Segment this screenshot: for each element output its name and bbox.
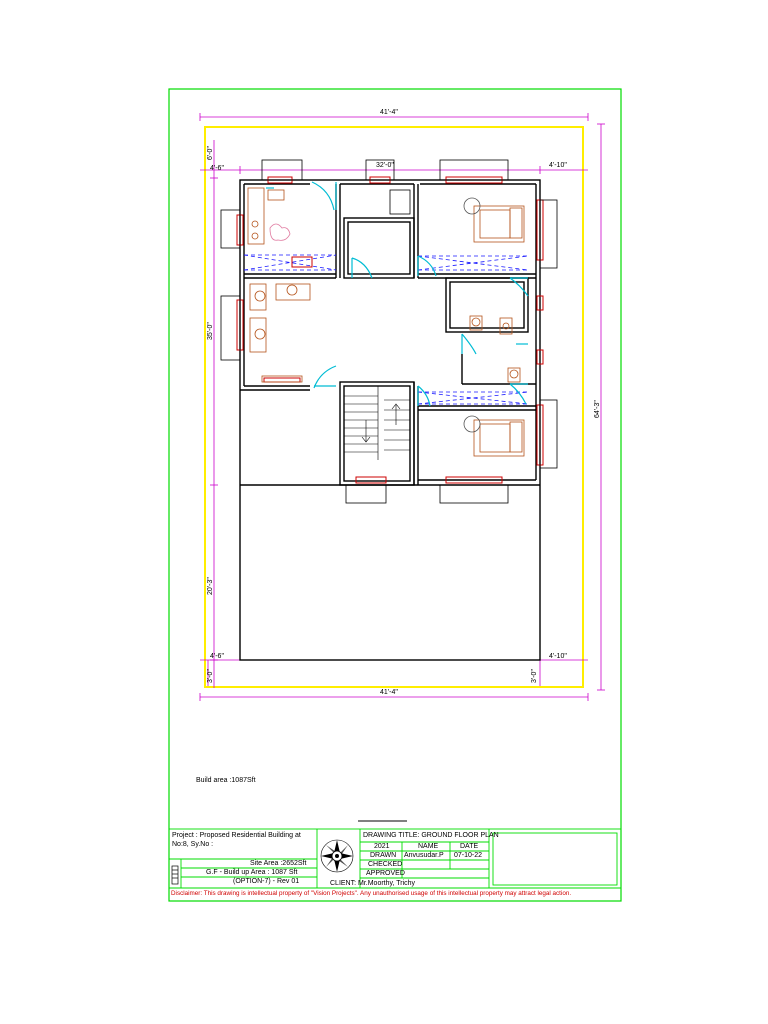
dim-right-overall: 64'-3" (594, 400, 601, 418)
decor-plant (269, 223, 291, 241)
dim-bottom-overall: 41'-4" (380, 689, 398, 696)
compass-logo (320, 839, 354, 873)
stove-burner-1 (251, 220, 259, 228)
doors (266, 181, 529, 407)
dim-bottom-left-setback: 4'-6" (210, 653, 224, 660)
staircase (344, 386, 410, 460)
build-area-note: Build area :1087Sft (196, 777, 256, 784)
kitchen-sink (267, 189, 285, 201)
dim-bottom-right-setback: 4'-10" (549, 653, 567, 660)
disclaimer: Disclaimer: This drawing is intellectual… (171, 890, 572, 897)
date-header: DATE (460, 843, 479, 850)
washbasin (499, 317, 513, 335)
bed-lower (473, 419, 525, 457)
beams (243, 254, 529, 405)
sofa-2 (249, 317, 267, 353)
kitchen-counter (247, 187, 265, 245)
dimension-texts: 41'-4" 32'-0" 4'-10" 4'-6" 41'-4" 4'-6" … (207, 109, 601, 696)
drawn-label: DRAWN (370, 852, 397, 859)
option-rev: (OPTION-7) - Rev 01 (233, 878, 300, 885)
drawn-date: 07-10-22 (454, 852, 483, 859)
windows (236, 176, 544, 484)
dim-top-left-setback: 4'-6" (210, 165, 224, 172)
window-sills (220, 159, 558, 504)
vertical-tag (171, 865, 179, 885)
title-block (168, 828, 622, 902)
plot-boundary (204, 126, 584, 688)
stove-burner-2 (251, 232, 259, 240)
sofa-3 (275, 283, 311, 301)
sofa-1 (249, 283, 267, 311)
toilet-wc (469, 315, 483, 331)
dim-bottom-left-vertical: 3'-0" (207, 669, 214, 683)
approved-label: APPROVED (366, 870, 405, 877)
drawn-name: Anvusudar.P (404, 852, 444, 859)
toilet-wc-2 (507, 367, 521, 383)
bed-upper (473, 205, 525, 243)
dim-bottom-right-vertical: 3'-0" (531, 669, 538, 683)
dim-top-left-vertical: 6'-0" (207, 146, 214, 160)
checked-label: CHECKED (368, 861, 403, 868)
project-label: Project : Proposed Residential Building … (172, 832, 301, 848)
client-label: CLIENT: Mr.Moorthy, Trichy (330, 880, 416, 887)
site-area: Site Area :2652Sft (250, 860, 307, 867)
dim-left-open-area: 20'-3" (207, 577, 214, 595)
drawing-title: DRAWING TITLE: GROUND FLOOR PLAN (363, 832, 499, 839)
year-cell: 2021 (374, 843, 390, 850)
dim-top-inner: 32'-0" (376, 162, 394, 169)
gf-build-up-area: G.F - Build up Area : 1087 Sft (206, 869, 298, 876)
dim-top-right-setback: 4'-10" (549, 162, 567, 169)
dim-top-overall: 41'-4" (380, 109, 398, 116)
name-header: NAME (418, 843, 439, 850)
tv-unit (261, 375, 303, 383)
dimension-lines (199, 113, 605, 701)
dim-left-building-depth: 35'-0" (207, 322, 214, 340)
furniture (247, 187, 525, 457)
